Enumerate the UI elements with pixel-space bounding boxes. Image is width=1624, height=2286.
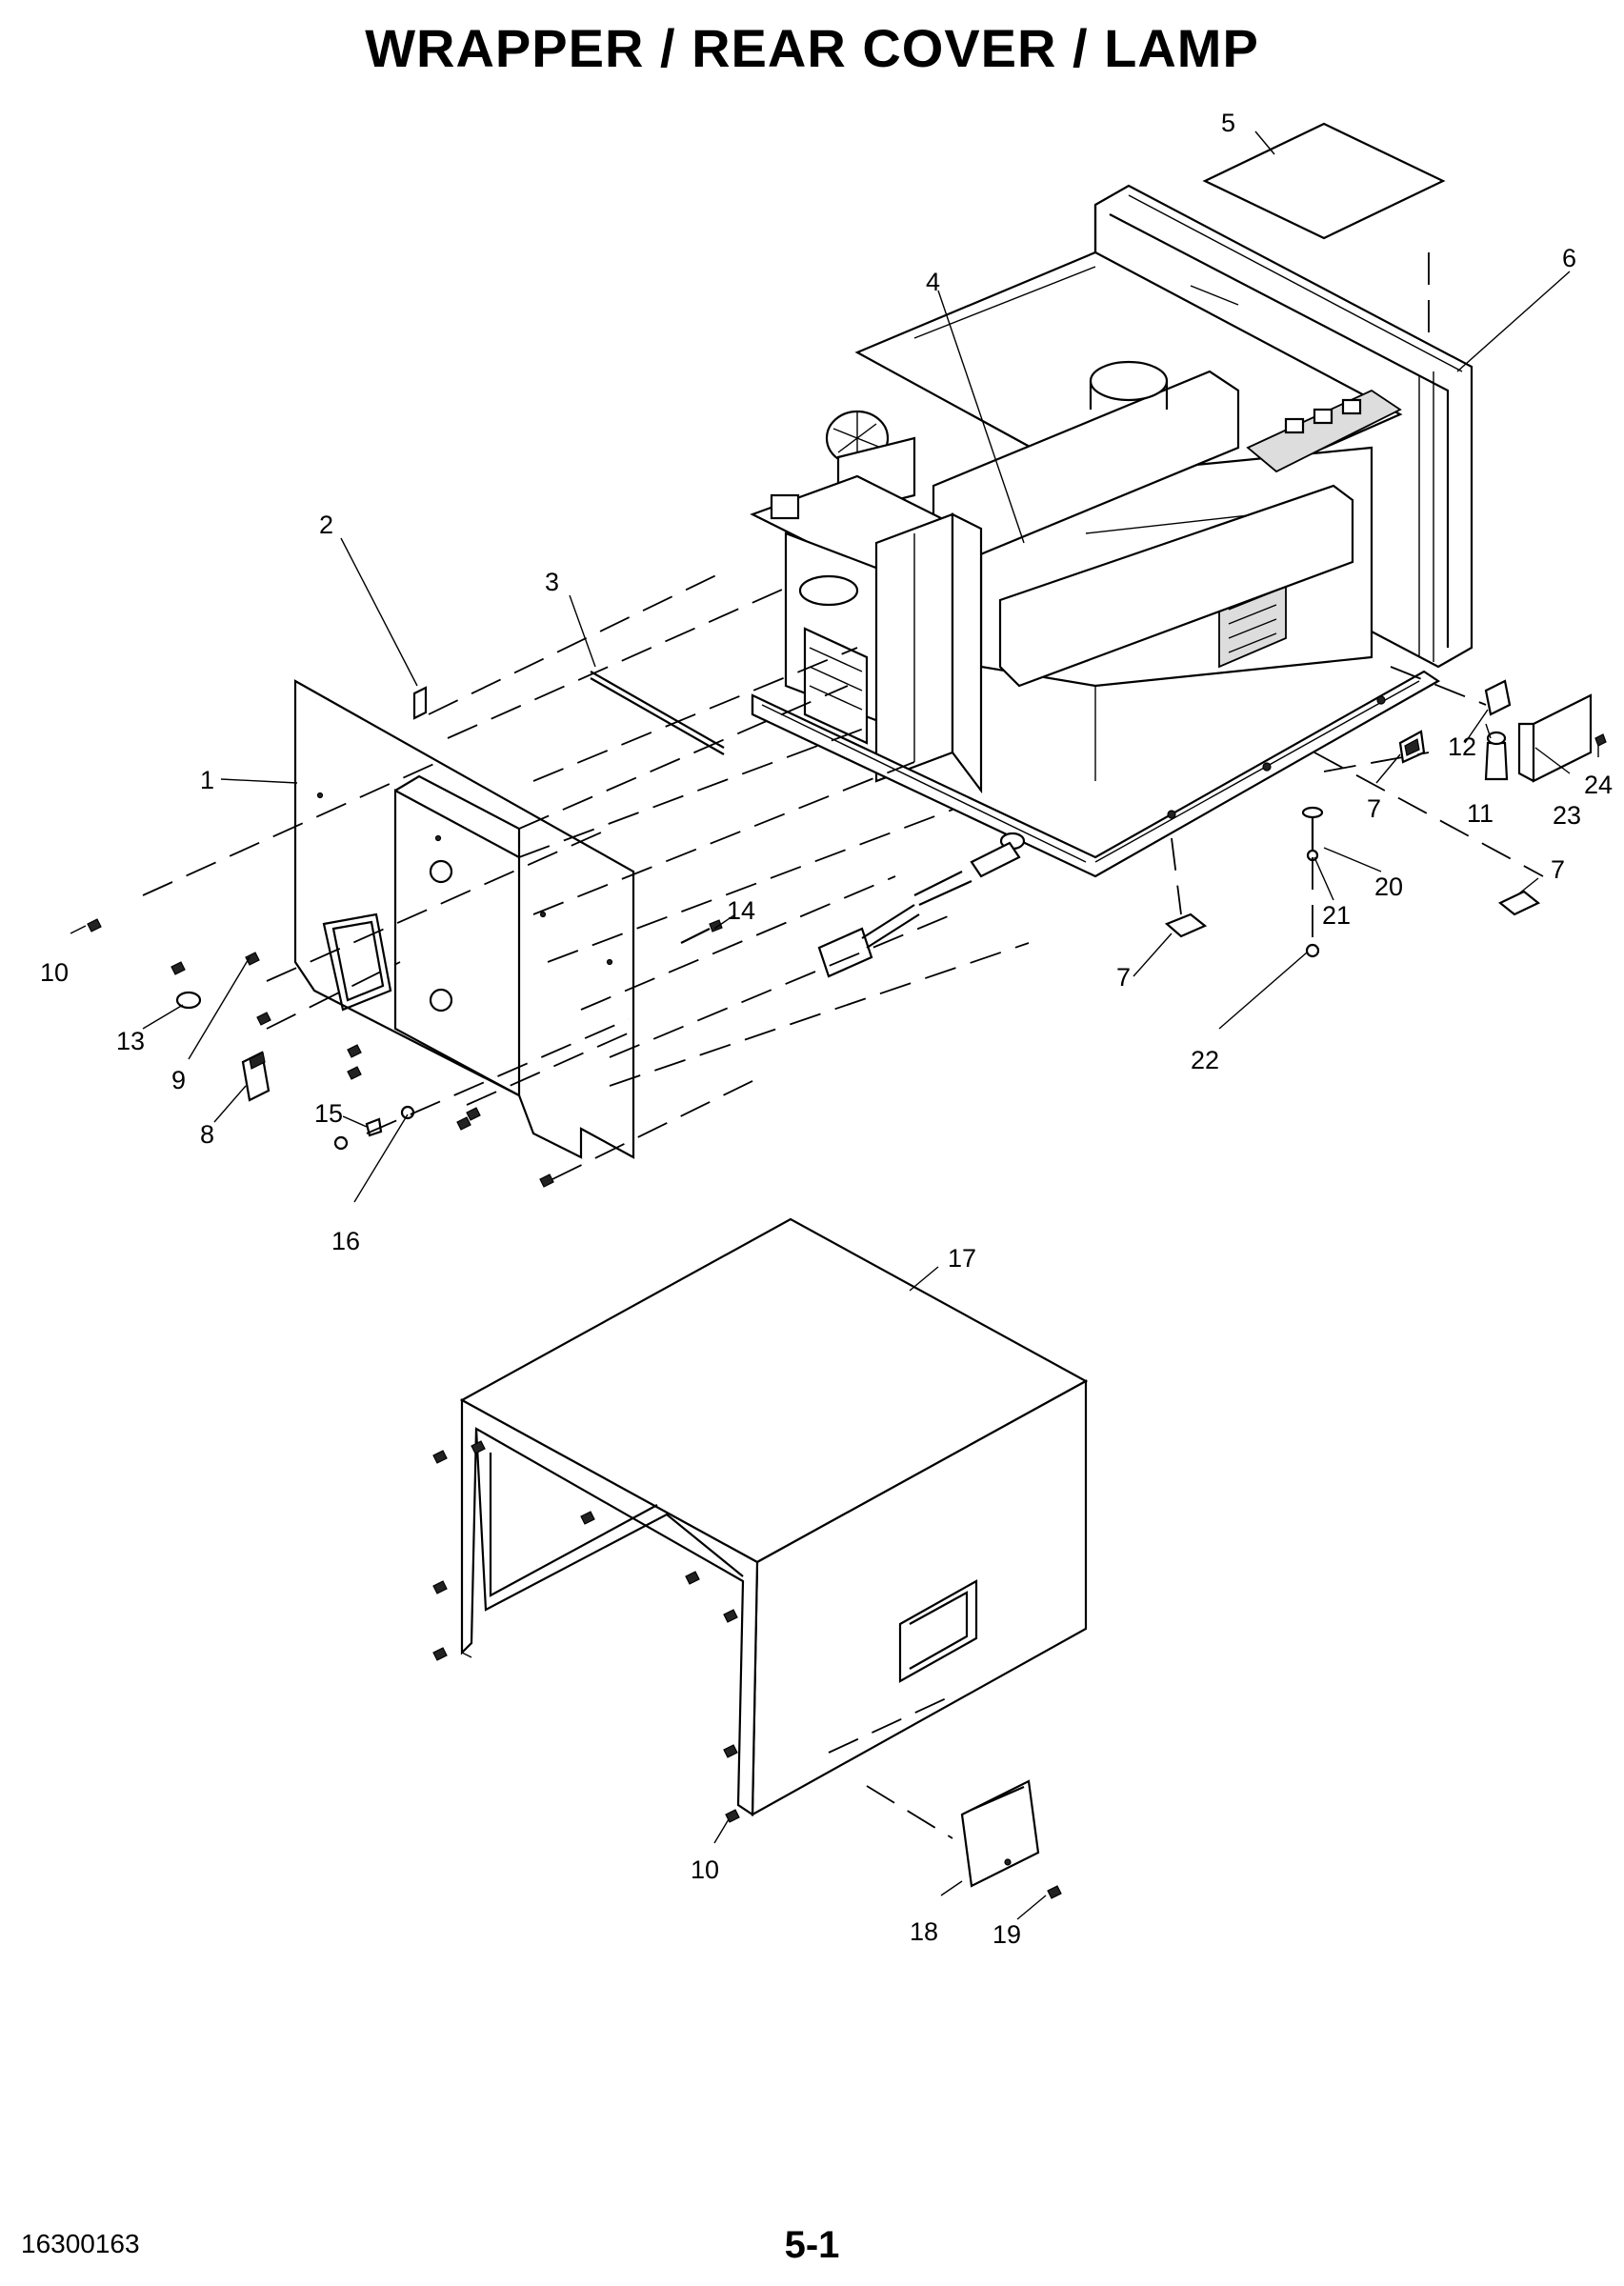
part-18-lamp-cover [960,1779,1040,1888]
page-number: 5-1 [784,2224,840,2266]
callout-2: 2 [319,511,333,539]
part-5-top-panel [1202,122,1446,240]
callout-22: 22 [1191,1046,1219,1074]
part-19-screw [1047,1885,1062,1899]
oven-chassis [750,184,1474,907]
callout-17: 17 [948,1244,976,1273]
callout-19: 19 [992,1920,1021,1949]
callout-24: 24 [1584,771,1613,799]
callout-5: 5 [1221,109,1235,137]
part-17-wrapper [432,1217,1089,1839]
part-3-rod [590,671,725,755]
lamp-parts [1164,679,1607,958]
callout-7-b: 7 [1551,855,1565,884]
callout-13: 13 [116,1027,145,1055]
document-number: 16300163 [21,2229,140,2258]
callout-7-c: 7 [1116,963,1131,992]
leader-lines [70,130,1599,1920]
callout-10-left: 10 [40,958,69,987]
assembly-lines [142,252,1544,1180]
callout-21: 21 [1322,901,1351,930]
callout-labels: 5 6 4 2 3 1 10 13 9 8 15 16 14 17 10 18 … [40,109,1613,1949]
callout-8: 8 [200,1120,214,1149]
page-title: WRAPPER / REAR COVER / LAMP [365,18,1259,78]
callout-7-a: 7 [1367,794,1381,823]
callout-14: 14 [727,896,755,925]
callout-16: 16 [331,1227,360,1255]
callout-1: 1 [200,766,214,794]
callout-23: 23 [1553,801,1581,830]
callout-4: 4 [926,268,940,296]
part-2-clip [412,686,428,720]
part-1-rear-cover [293,679,635,1159]
callout-11: 11 [1467,799,1494,828]
callout-18: 18 [910,1917,938,1946]
callout-6: 6 [1562,244,1576,272]
callout-9: 9 [171,1066,186,1094]
callout-12: 12 [1448,732,1476,761]
callout-20: 20 [1374,872,1403,901]
callout-3: 3 [545,568,559,596]
callout-15: 15 [314,1099,343,1128]
callout-10-bottom: 10 [691,1855,719,1884]
